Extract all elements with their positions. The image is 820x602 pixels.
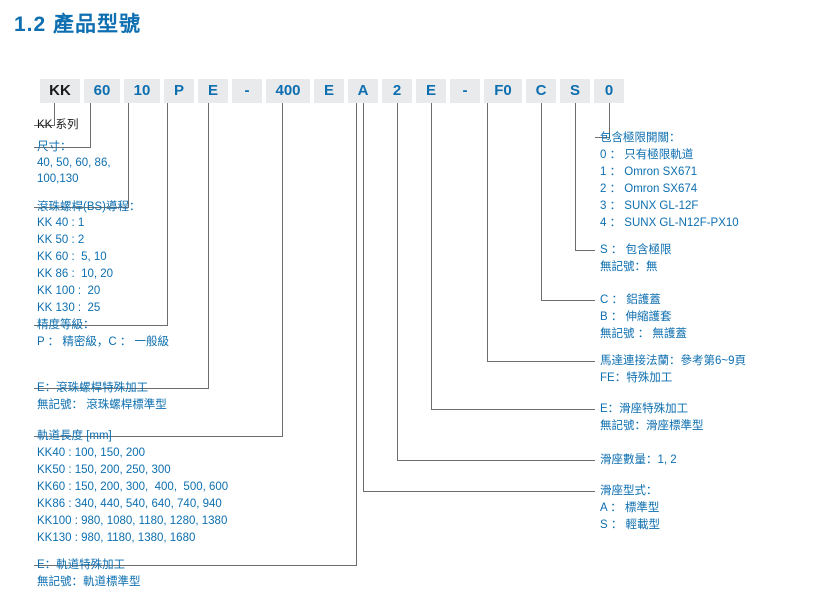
text-limitswitch-heading: 包含極限開關： <box>600 132 681 144</box>
text-bs-special-line2: 無記號： 滾珠螺桿標準型 <box>37 399 167 411</box>
text-slider-type-l2: S ： 輕載型 <box>600 519 661 531</box>
text-lead-line4: KK 86 : 10, 20 <box>37 268 114 280</box>
text-lead-heading: 滾珠螺桿(BS)導程： <box>37 201 141 213</box>
code-cell-limit[interactable]: S <box>560 79 590 103</box>
text-slider-type-l1: A ： 標準型 <box>600 502 660 514</box>
leader-slider-count-h <box>397 460 595 461</box>
text-cover-l2: B ： 伸縮護套 <box>600 311 672 323</box>
code-cell-kk[interactable]: KK <box>40 79 80 103</box>
text-lead-line5: KK 100 : 20 <box>37 285 101 297</box>
leader-rail-special-v <box>356 103 357 565</box>
code-cell-bs-special[interactable]: E <box>198 79 228 103</box>
text-rail-length-l5: KK100 : 980, 1080, 1180, 1280, 1380 <box>37 515 228 527</box>
text-limitswitch-l3: 2 ： Omron SX674 <box>600 183 698 195</box>
text-grade-heading: 精度等級： <box>37 319 95 331</box>
leader-series-h <box>34 125 55 126</box>
leader-series-v <box>54 103 55 125</box>
text-cover-l1: C ： 鋁護蓋 <box>600 294 661 306</box>
code-cell-cover[interactable]: C <box>526 79 556 103</box>
text-flange-l2: FE：特殊加工 <box>600 372 673 384</box>
leader-limit-h <box>575 250 595 251</box>
text-rail-length-l1: KK40 : 100, 150, 200 <box>37 447 146 459</box>
text-slider-count: 滑座數量：1, 2 <box>600 454 677 466</box>
text-rail-special-l2: 無記號：軌道標準型 <box>37 576 141 588</box>
leader-rail-special-h <box>34 565 357 566</box>
leader-flange-h <box>487 361 595 362</box>
text-lead-line1: KK 40 : 1 <box>37 217 85 229</box>
code-cell-dash2[interactable]: - <box>450 79 480 103</box>
code-cell-slider-special[interactable]: E <box>416 79 446 103</box>
leader-slider-type-v <box>363 103 364 491</box>
text-cover-l3: 無記號 ： 無護蓋 <box>600 328 687 340</box>
leader-slider-special-h <box>431 409 595 410</box>
leader-bs-special-h <box>34 388 209 389</box>
code-cell-slider-type[interactable]: A <box>348 79 378 103</box>
text-limitswitch-l4: 3 ： SUNX GL-12F <box>600 200 699 212</box>
text-bs-special-line1: E：滾珠螺桿特殊加工 <box>37 382 149 394</box>
text-lead-line3: KK 60 : 5, 10 <box>37 251 107 263</box>
text-limitswitch-l2: 1 ： Omron SX671 <box>600 166 698 178</box>
leader-lead-h <box>34 207 129 208</box>
text-size-heading: 尺寸： <box>37 141 72 153</box>
leader-size-v <box>90 103 91 147</box>
leader-size-h <box>34 147 91 148</box>
leader-slider-count-v <box>397 103 398 460</box>
text-limit-l1: S ： 包含極限 <box>600 244 672 256</box>
text-limitswitch-l5: 4 ： SUNX GL-N12F-PX10 <box>600 217 739 229</box>
code-cell-lead[interactable]: 10 <box>124 79 160 103</box>
leader-slider-type-h <box>363 491 595 492</box>
leader-grade-v <box>167 103 168 325</box>
text-series: KK 系列 <box>37 119 79 131</box>
leader-limitswitch-h <box>595 137 610 138</box>
leader-rail-length-h <box>34 436 283 437</box>
code-cell-rail-special[interactable]: E <box>314 79 344 103</box>
leader-rail-length-v <box>282 103 283 436</box>
code-cell-grade[interactable]: P <box>164 79 194 103</box>
leader-cover-h <box>541 300 595 301</box>
text-rail-length-l2: KK50 : 150, 200, 250, 300 <box>37 464 171 476</box>
text-size-line1: 40, 50, 60, 86, <box>37 157 111 169</box>
page-title: 1.2 產品型號 <box>14 13 142 36</box>
text-lead-line2: KK 50 : 2 <box>37 234 85 246</box>
code-cell-rail-length[interactable]: 400 <box>266 79 310 103</box>
code-cell-slider-count[interactable]: 2 <box>382 79 412 103</box>
text-lead-line6: KK 130 : 25 <box>37 302 101 314</box>
text-slider-special-l2: 無記號：滑座標準型 <box>600 420 704 432</box>
text-size-line2: 100,130 <box>37 173 79 185</box>
text-flange-l1: 馬達連接法蘭：參考第6~9頁 <box>600 355 747 367</box>
code-cell-limit-switch[interactable]: 0 <box>594 79 624 103</box>
code-cell-flange[interactable]: F0 <box>484 79 522 103</box>
leader-bs-special-v <box>208 103 209 388</box>
text-limit-l2: 無記號：無 <box>600 261 658 273</box>
text-rail-length-l6: KK130 : 980, 1180, 1380, 1680 <box>37 532 196 544</box>
text-rail-length-l4: KK86 : 340, 440, 540, 640, 740, 940 <box>37 498 222 510</box>
leader-limit-v <box>575 103 576 250</box>
text-rail-special-l1: E：軌道特殊加工 <box>37 559 126 571</box>
leader-limitswitch-v <box>609 103 610 137</box>
leader-slider-special-v <box>431 103 432 409</box>
text-grade-line1: P ： 精密級，C ： 一般級 <box>37 336 170 348</box>
text-limitswitch-l1: 0 ： 只有極限軌道 <box>600 149 694 161</box>
code-cell-size[interactable]: 60 <box>84 79 120 103</box>
text-slider-special-l1: E：滑座特殊加工 <box>600 403 689 415</box>
leader-grade-h <box>34 325 168 326</box>
text-slider-type-heading: 滑座型式： <box>600 485 658 497</box>
leader-flange-v <box>487 103 488 361</box>
code-cell-dash1[interactable]: - <box>232 79 262 103</box>
text-rail-length-l3: KK60 : 150, 200, 300, 400, 500, 600 <box>37 481 229 493</box>
leader-lead-v <box>128 103 129 207</box>
text-rail-length-heading: 軌道長度 [mm] <box>37 430 112 442</box>
leader-cover-v <box>541 103 542 300</box>
